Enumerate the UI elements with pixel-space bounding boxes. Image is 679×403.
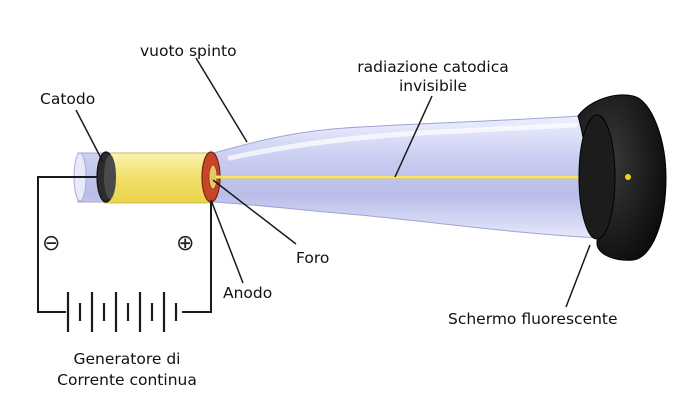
leader-vuoto	[195, 57, 248, 143]
screen-rim	[578, 114, 616, 240]
cathode-glow-cylinder	[103, 152, 211, 204]
label-radiazione-1: radiazione catodica	[357, 58, 508, 76]
anode-hole	[208, 164, 218, 190]
label-generatore-1: Generatore di	[74, 350, 181, 368]
glass-highlight	[227, 122, 578, 161]
leader-catodo	[75, 109, 104, 163]
label-foro: Foro	[296, 249, 329, 267]
minus-symbol: ⊖	[42, 231, 60, 256]
label-schermo: Schermo fluorescente	[448, 310, 618, 328]
plus-symbol: ⊕	[176, 231, 194, 256]
leader-radiazione	[394, 95, 433, 178]
circuit-wire-left	[37, 176, 97, 313]
screen-dot	[625, 174, 631, 180]
label-anodo: Anodo	[223, 284, 272, 302]
label-radiazione-2: invisibile	[399, 77, 467, 95]
label-vuoto-spinto: vuoto spinto	[140, 42, 237, 60]
cathode-face	[104, 155, 116, 199]
label-catodo: Catodo	[40, 90, 95, 108]
circuit-wire-right	[182, 202, 212, 313]
leader-lines	[75, 57, 591, 308]
battery	[66, 292, 178, 332]
label-generatore-2: Corrente continua	[57, 371, 197, 389]
leader-schermo	[565, 244, 591, 308]
leader-anodo	[210, 199, 244, 284]
leader-foro	[212, 179, 297, 245]
